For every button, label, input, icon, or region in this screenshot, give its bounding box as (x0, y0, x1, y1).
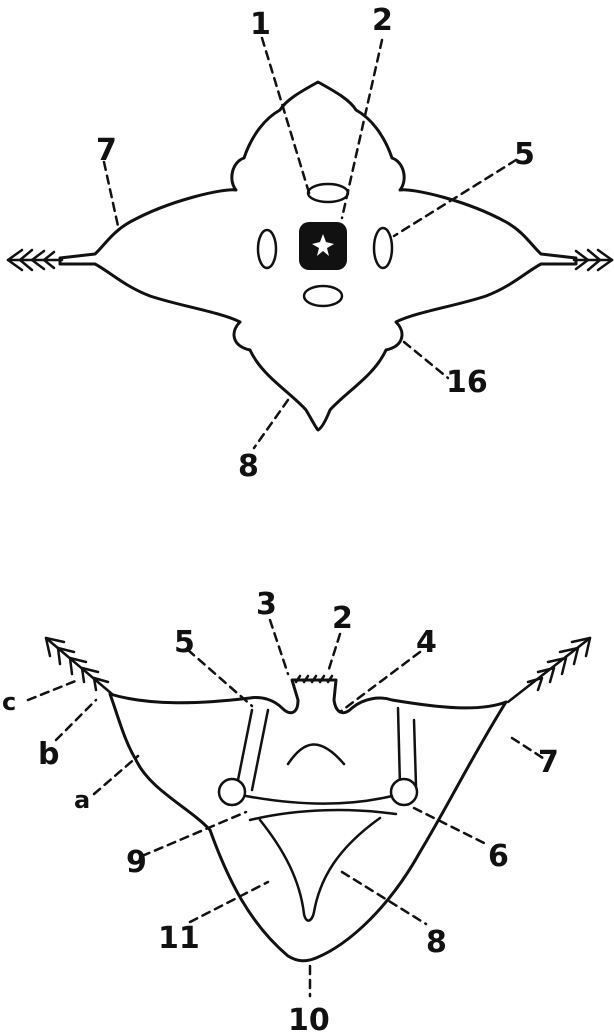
top-oval-right (374, 228, 392, 268)
bottom-label-8: 8 (426, 925, 447, 960)
bottom-label-7: 7 (538, 745, 559, 780)
bottom-label-b: b (38, 737, 59, 772)
bottom-leader-b (56, 700, 96, 740)
top-oval-left (258, 230, 276, 268)
bottom-leader-3 (270, 620, 288, 674)
top-label-8: 8 (238, 449, 259, 484)
bottom-label-3: 3 (256, 587, 277, 622)
top-label-16: 16 (446, 365, 488, 400)
bottom-leader-5 (188, 650, 252, 706)
top-leader-8 (254, 400, 288, 448)
bottom-figure: 3 2 4 5 7 c b a 9 6 11 8 10 (2, 587, 590, 1034)
top-left-spine (8, 250, 62, 270)
bottom-leader-11 (190, 882, 268, 922)
bottom-label-a: a (74, 786, 90, 814)
bottom-leader-a (94, 756, 138, 794)
bottom-label-4: 4 (416, 625, 437, 660)
bottom-label-5: 5 (174, 625, 195, 660)
top-oval-upper (308, 184, 348, 202)
bottom-right-tube (398, 708, 400, 786)
bottom-label-6: 6 (488, 839, 509, 874)
top-right-spine (574, 250, 612, 270)
top-leader-5 (394, 160, 516, 236)
top-leader-7 (104, 162, 118, 226)
bottom-cross-curve-lower (250, 810, 396, 820)
bottom-leader-2 (328, 634, 340, 672)
bottom-label-c: c (2, 688, 16, 716)
bottom-inner-v (260, 818, 380, 921)
top-label-5: 5 (514, 137, 535, 172)
top-label-1: 1 (250, 7, 271, 42)
bottom-arch-mark (288, 744, 344, 764)
bottom-cross-curve-upper (246, 796, 392, 804)
bottom-left-tube (236, 710, 252, 790)
bottom-body-outline (110, 680, 506, 961)
bottom-left-spine (46, 638, 112, 694)
bottom-leader-6 (414, 808, 486, 844)
top-label-2: 2 (372, 3, 393, 38)
bottom-right-spine (508, 638, 590, 702)
bottom-leader-c (28, 680, 78, 700)
bottom-label-10: 10 (288, 1003, 330, 1034)
top-label-7: 7 (96, 133, 117, 168)
bottom-label-2: 2 (332, 601, 353, 636)
top-leader-16 (404, 342, 448, 378)
bottom-left-node (219, 779, 245, 805)
top-oval-lower (304, 286, 342, 306)
bottom-leader-9 (142, 812, 246, 856)
bottom-right-node (391, 779, 417, 805)
top-figure: 1 2 5 7 16 8 (8, 3, 612, 484)
bottom-label-11: 11 (158, 921, 200, 956)
bottom-label-9: 9 (126, 845, 147, 880)
bottom-leader-8 (342, 872, 426, 924)
